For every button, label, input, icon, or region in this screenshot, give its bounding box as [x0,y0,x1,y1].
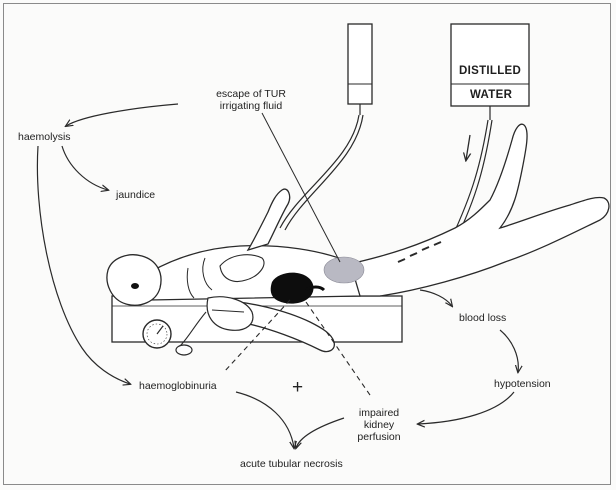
label-impaired-line1: impaired [344,407,414,419]
tubing-left-inner [285,115,363,230]
flow-arrow [466,135,470,160]
label-impaired-line2: kidney [344,419,414,431]
label-escape-line2: irrigating fluid [196,100,306,112]
label-haemolysis: haemolysis [18,131,71,143]
label-plus: + [292,378,303,398]
arrow-bloodloss-to-hypotension [500,330,518,372]
arrow-escape-to-haemolysis [66,104,178,126]
label-impaired-line3: perfusion [344,431,414,443]
tubing-left [280,115,359,228]
patient-eye [131,283,139,289]
small-irrigation-bag [348,24,372,115]
label-haemoglobinuria: haemoglobinuria [139,380,217,392]
bag-label-water: WATER [470,89,512,101]
arrow-haemolysis-to-jaundice [62,146,108,190]
label-escape-line1: escape of TUR [196,88,306,100]
label-jaundice: jaundice [116,189,155,201]
bladder-region [324,257,364,283]
label-hypotension: hypotension [494,378,551,390]
bag-label-distilled: DISTILLED [459,65,521,77]
arrow-hypotension-to-impaired [418,392,514,424]
arrow-haemoglobinuria-to-atn [236,392,294,448]
pointer-line-escape [262,113,340,262]
label-acute-tubular-necrosis: acute tubular necrosis [240,458,343,470]
arrow-impaired-to-atn [296,418,344,448]
label-blood-loss: blood loss [459,312,506,324]
arrow-body-to-bloodloss [420,290,452,306]
